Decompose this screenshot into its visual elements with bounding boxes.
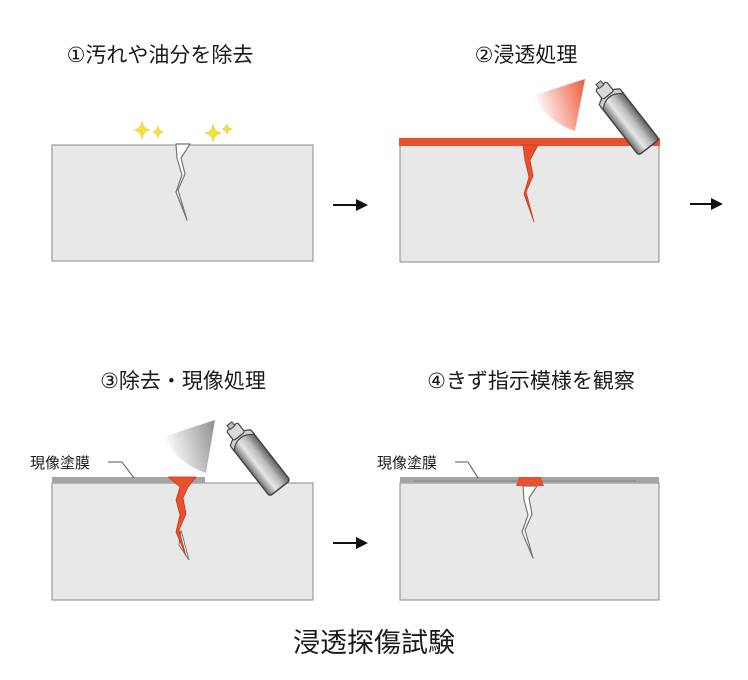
sparkle-icon (133, 120, 233, 143)
callout-leader (121, 461, 135, 479)
step-3: ③除去・現像処理 現像塗膜 (30, 369, 314, 601)
right-arrow-icon (333, 537, 368, 549)
diagram-title: 浸透探傷試験 (293, 628, 455, 659)
step-1: ①汚れや油分を除去 (51, 43, 314, 262)
step-1-label: ①汚れや油分を除去 (67, 43, 254, 67)
crack-icon (175, 143, 191, 221)
penetrant-layer (399, 138, 660, 146)
developer-coating-callout: 現像塗膜 (377, 454, 437, 472)
spray-mist (163, 420, 215, 473)
step-2-label: ②浸透処理 (475, 43, 578, 67)
step-4-label: ④きず指示模様を観察 (427, 369, 635, 393)
step-4: ④きず指示模様を観察 現像塗膜 (377, 369, 660, 601)
right-arrow-icon (333, 199, 368, 211)
developer-coating (52, 477, 205, 483)
spray-mist (532, 79, 585, 131)
developer-coating-callout: 現像塗膜 (30, 454, 90, 472)
callout-leader (467, 461, 479, 479)
crack-icon (521, 485, 538, 559)
right-arrow-icon (690, 198, 723, 210)
step-3-label: ③除去・現像処理 (100, 369, 266, 393)
crack-icon (522, 144, 539, 223)
flaw-indication (516, 477, 544, 486)
crack-icon (167, 476, 197, 557)
step-2: ②浸透処理 (399, 43, 660, 263)
